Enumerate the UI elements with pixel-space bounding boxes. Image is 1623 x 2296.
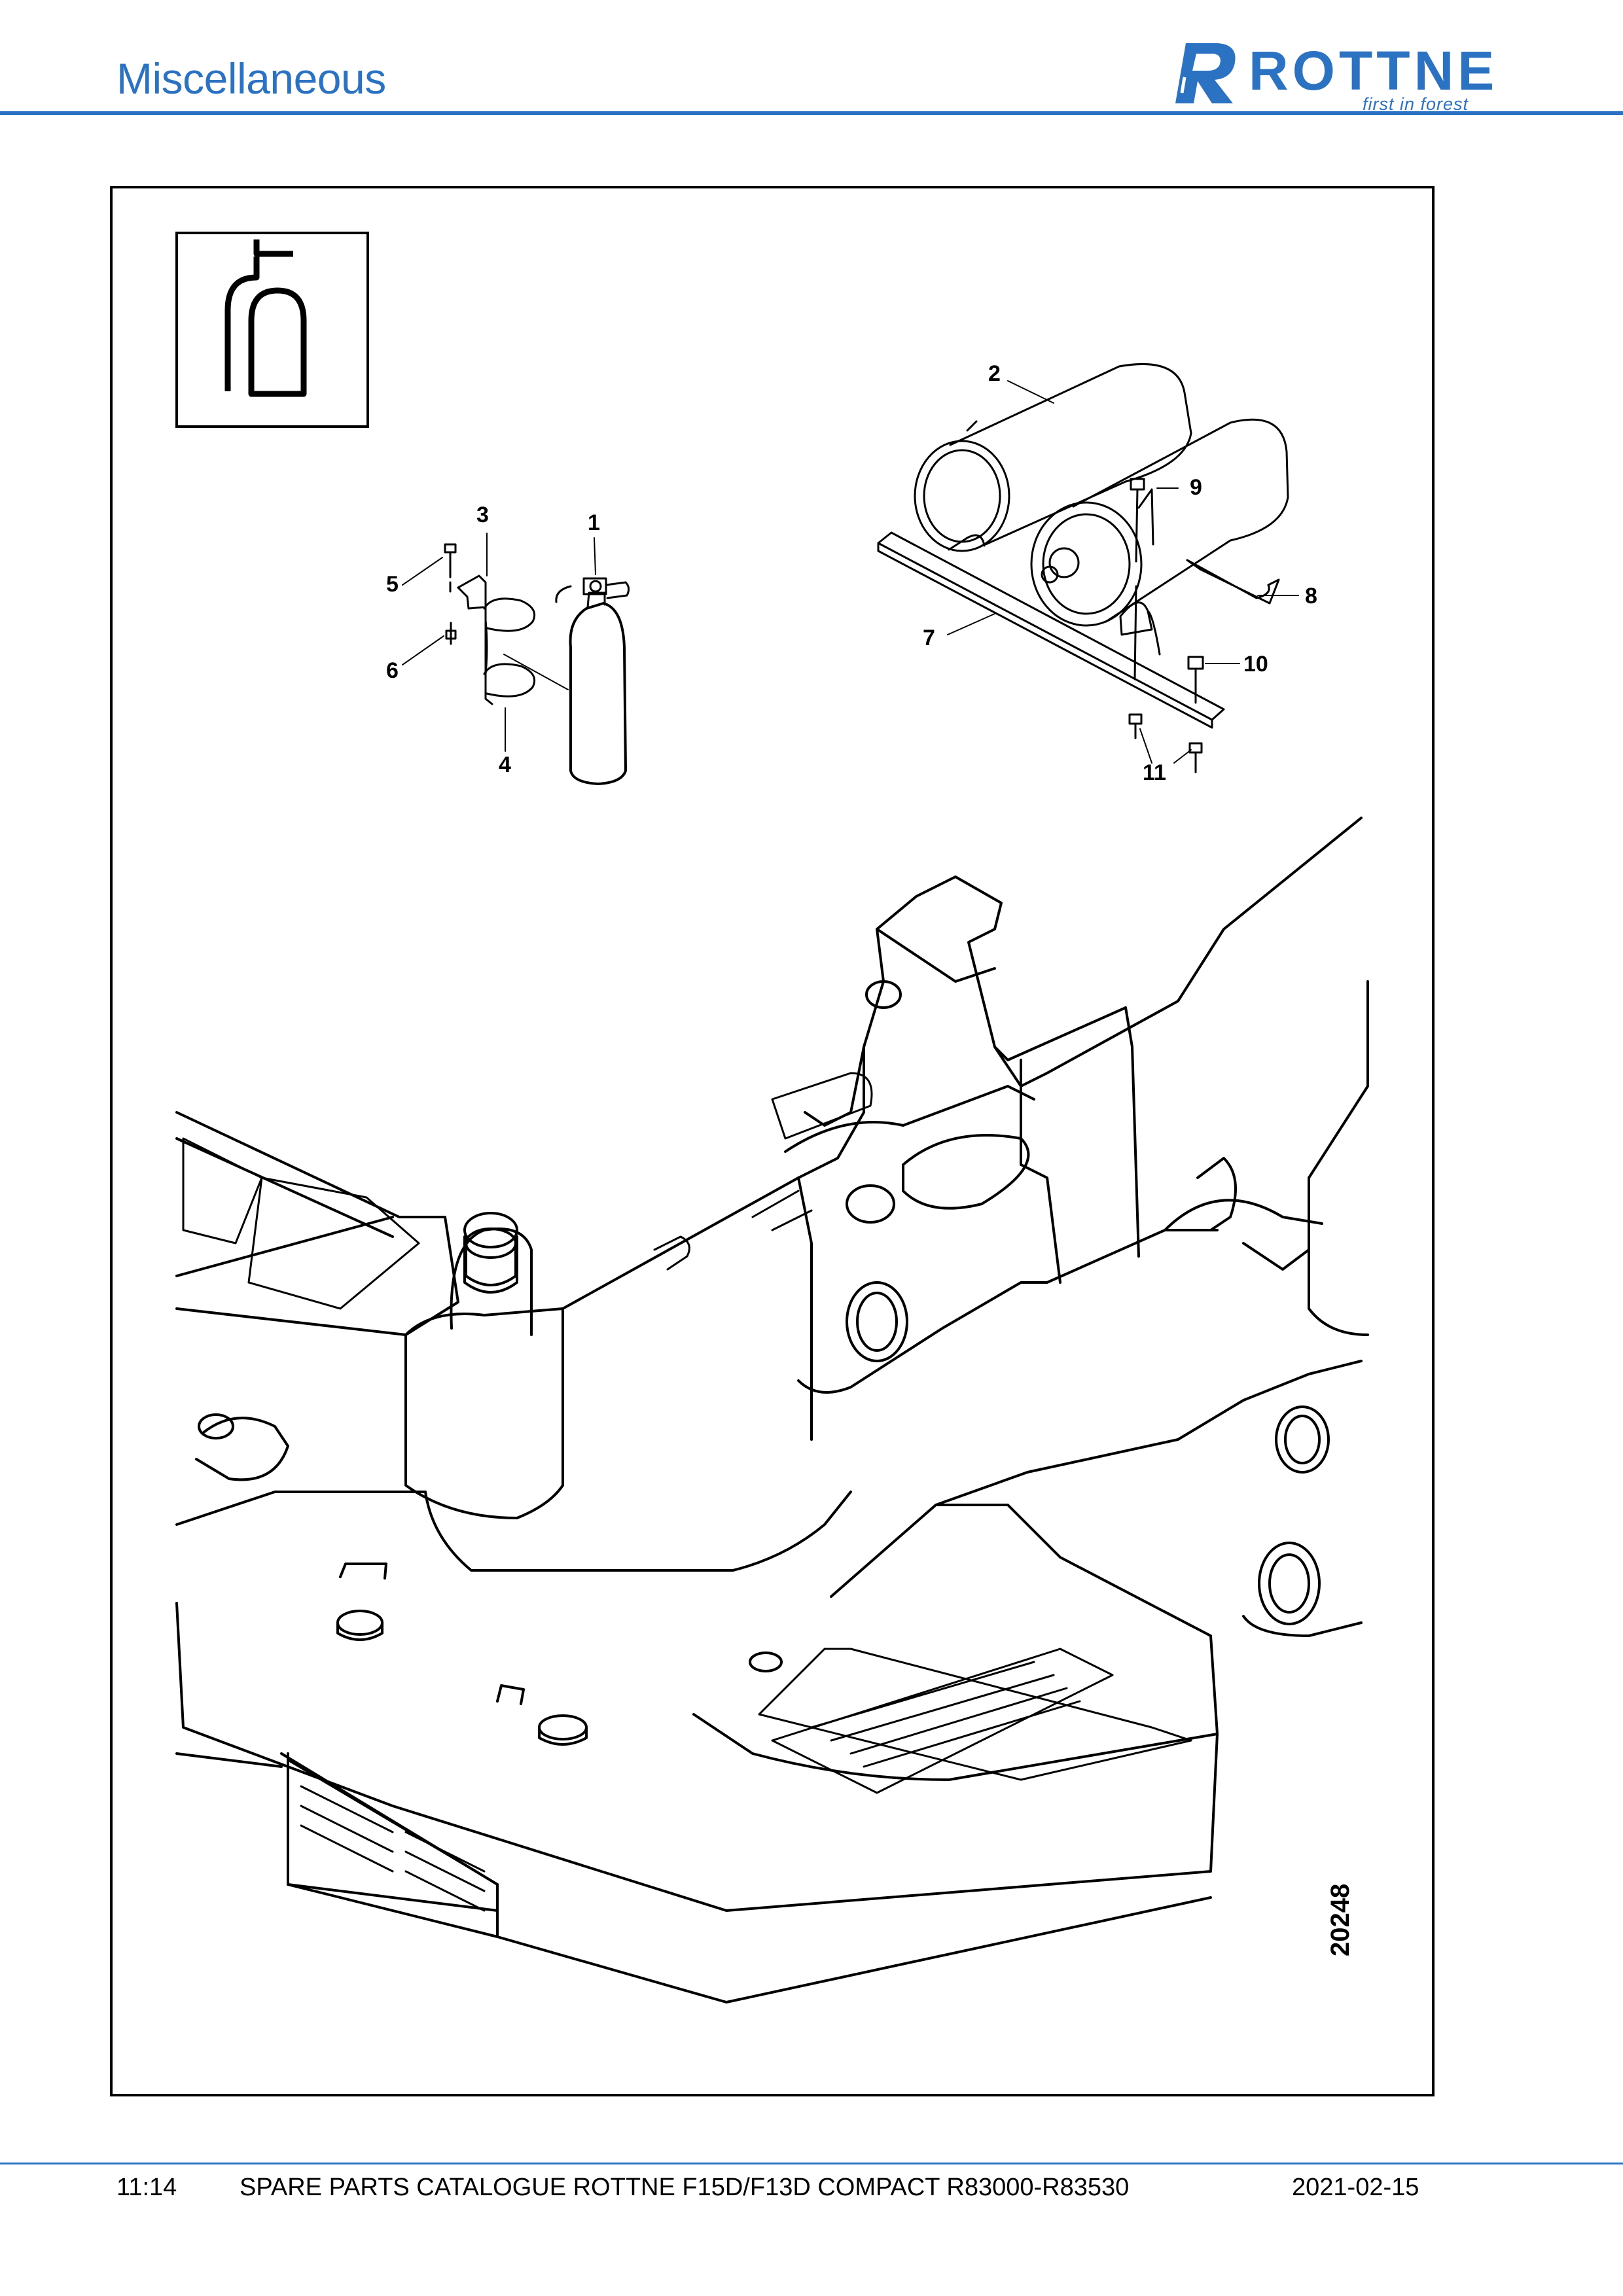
strap-8	[1186, 559, 1280, 605]
figure-frame	[110, 186, 1435, 2096]
extinguisher-bracket	[457, 574, 569, 705]
brand-name: ROTTNE	[1249, 40, 1499, 101]
cylinder-mounting-plate	[877, 531, 1225, 729]
gas-cylinders	[914, 363, 1289, 627]
callout-5: 5	[386, 572, 399, 597]
callout-8: 8	[1305, 584, 1317, 609]
fire-extinguisher-symbol-icon	[224, 239, 307, 397]
screw-5	[444, 543, 457, 593]
machine-chassis	[175, 817, 1369, 2004]
callout-2: 2	[988, 361, 1001, 386]
fire-extinguisher	[555, 577, 630, 785]
catalogue-date: 2021-02-15	[1292, 2174, 1419, 2201]
callout-9: 9	[1190, 475, 1202, 500]
page-title: Miscellaneous	[116, 54, 386, 103]
callout-10: 10	[1243, 652, 1268, 677]
callout-4: 4	[499, 752, 511, 777]
header-rule	[0, 111, 1623, 115]
callout-1: 1	[588, 510, 600, 535]
rottne-logo: ROTTNE first in forest	[1171, 38, 1518, 116]
rottne-r-emblem-icon	[1175, 43, 1236, 103]
bolt-9	[1130, 478, 1145, 680]
bolt-10	[1187, 656, 1204, 704]
nut-6	[445, 622, 457, 645]
nuts-11	[1128, 713, 1203, 773]
drawing-number: 20248	[1326, 1883, 1355, 1956]
fuel-tank-cap	[463, 1212, 518, 1294]
catalogue-title: SPARE PARTS CATALOGUE ROTTNE F15D/F13D C…	[240, 2174, 1130, 2201]
callout-3: 3	[476, 503, 489, 527]
footer-rule	[0, 2163, 1623, 2164]
page-number: 11:14	[116, 2174, 177, 2201]
brand-tagline: first in forest	[1363, 94, 1469, 114]
grille-panels	[182, 1072, 1114, 1938]
symbol-box	[175, 232, 369, 428]
callout-6: 6	[386, 658, 399, 683]
callout-11: 11	[1143, 760, 1166, 785]
callout-7: 7	[923, 626, 935, 650]
